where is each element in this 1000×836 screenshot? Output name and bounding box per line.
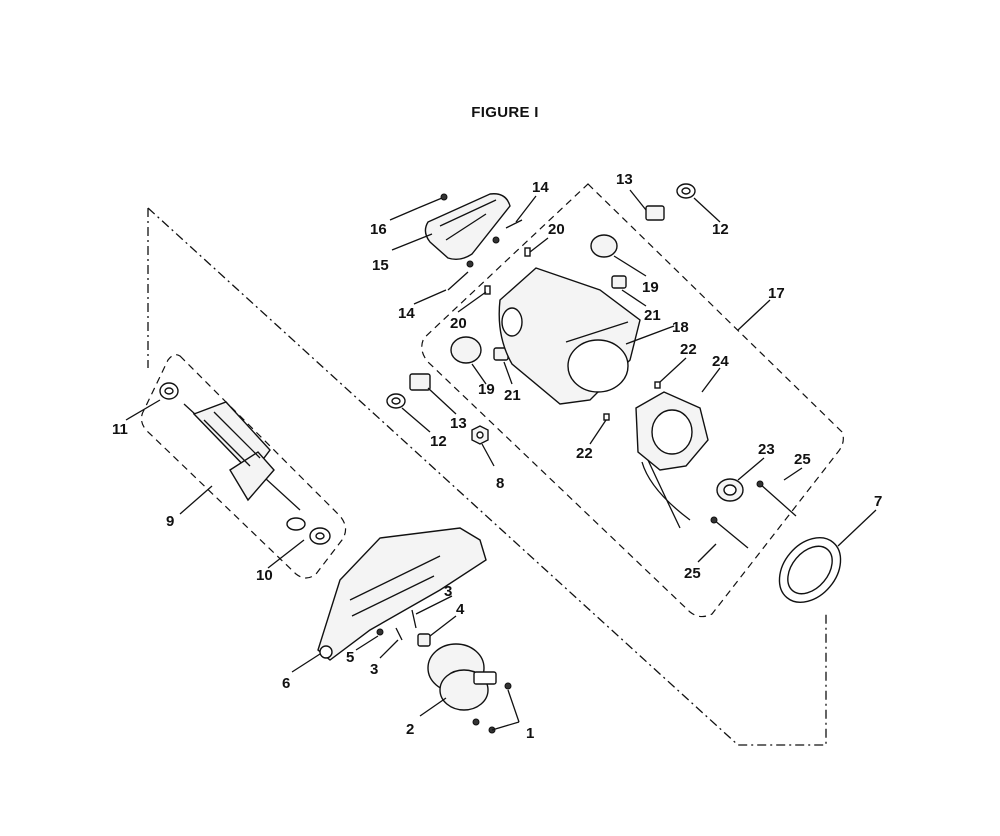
- callout-16: 16: [370, 221, 387, 238]
- callout-4: 4: [456, 601, 465, 618]
- callout-6: 6: [282, 675, 290, 692]
- part-21-springs: [493, 275, 627, 361]
- part-6-gear-case: [317, 527, 487, 661]
- callout-12b: 12: [430, 433, 447, 450]
- callout-25b: 25: [684, 565, 701, 582]
- callout-9: 9: [166, 513, 174, 530]
- callout-21a: 21: [644, 307, 661, 324]
- leader-lines: [125, 189, 877, 731]
- part-8-nut: [471, 425, 489, 445]
- assembly-outline: [140, 183, 844, 746]
- part-10-bearing: [286, 517, 331, 545]
- callout-13a: 13: [616, 171, 633, 188]
- callout-12a: 12: [712, 221, 729, 238]
- callout-10: 10: [256, 567, 273, 584]
- callout-23: 23: [758, 441, 775, 458]
- part-14-screws: [447, 219, 523, 291]
- callout-15: 15: [372, 257, 389, 274]
- part-18-housing: [498, 267, 641, 405]
- part-22-pins: [603, 381, 661, 421]
- part-12-washers: [386, 183, 696, 409]
- callout-8: 8: [496, 475, 504, 492]
- callout-17: 17: [768, 285, 785, 302]
- callout-7: 7: [874, 493, 882, 510]
- callout-24: 24: [712, 353, 729, 370]
- callout-labels: 1 2 3 3 4 5 6 7 8 9 10 11 12 12 13 13 14…: [112, 171, 882, 742]
- callout-20a: 20: [548, 221, 565, 238]
- callout-3b: 3: [370, 661, 378, 678]
- callout-22a: 22: [680, 341, 697, 358]
- callout-21b: 21: [504, 387, 521, 404]
- part-16-screw: [417, 193, 448, 209]
- part-9-armature: [183, 401, 301, 511]
- callout-3a: 3: [444, 583, 452, 600]
- part-11-bearing: [159, 382, 179, 400]
- callout-19a: 19: [642, 279, 659, 296]
- part-3-4-5-fasteners: [376, 609, 431, 647]
- callout-13b: 13: [450, 415, 467, 432]
- part-23-bearing: [716, 478, 744, 502]
- part-2-gear-housing: [427, 643, 497, 711]
- part-15-cover: [424, 193, 511, 261]
- part-13-brush-holders: [409, 205, 665, 391]
- callout-2: 2: [406, 721, 414, 738]
- part-25-screws: [710, 480, 797, 549]
- callout-5: 5: [346, 649, 354, 666]
- callout-20b: 20: [450, 315, 467, 332]
- part-24-stator: [635, 391, 709, 529]
- part-19-brushes: [450, 234, 618, 364]
- callout-25a: 25: [794, 451, 811, 468]
- callout-22b: 22: [576, 445, 593, 462]
- callout-11: 11: [112, 421, 128, 438]
- callout-19b: 19: [478, 381, 495, 398]
- callout-14b: 14: [398, 305, 415, 322]
- part-7-ring: [778, 537, 842, 603]
- callout-1: 1: [526, 725, 534, 742]
- callout-14a: 14: [532, 179, 549, 196]
- callout-18: 18: [672, 319, 689, 336]
- figure-title: FIGURE I: [471, 104, 539, 121]
